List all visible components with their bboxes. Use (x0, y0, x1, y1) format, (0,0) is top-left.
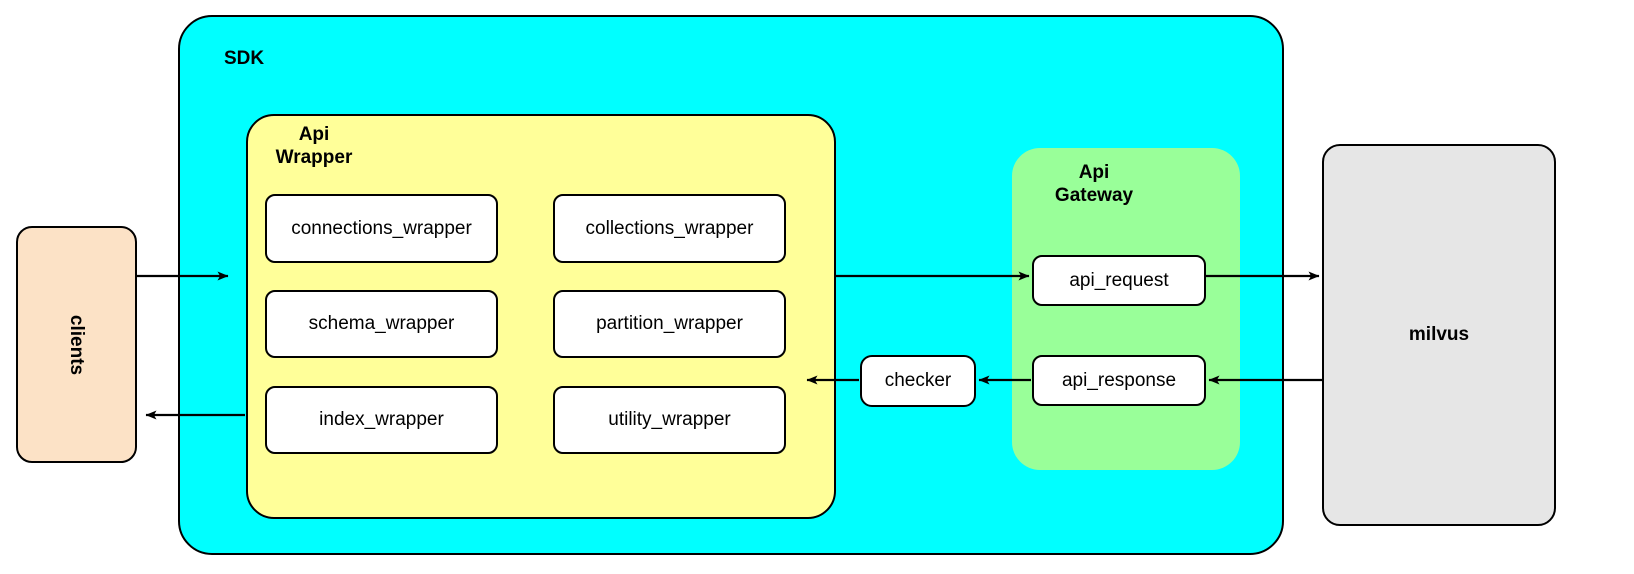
node-collections-wrapper-label: collections_wrapper (585, 217, 754, 239)
container-api-gateway[interactable]: Api Gateway (1012, 148, 1240, 470)
node-milvus[interactable]: milvus (1322, 144, 1556, 526)
node-partition-wrapper[interactable]: partition_wrapper (553, 290, 786, 358)
node-clients-label: clients (66, 314, 88, 375)
node-index-wrapper[interactable]: index_wrapper (265, 386, 498, 454)
node-clients[interactable]: clients (16, 226, 137, 463)
node-api-response-label: api_response (1061, 369, 1177, 391)
node-api-request[interactable]: api_request (1032, 255, 1206, 306)
node-connections-wrapper[interactable]: connections_wrapper (265, 194, 498, 263)
node-utility-wrapper-label: utility_wrapper (608, 409, 731, 430)
node-partition-wrapper-label: partition_wrapper (596, 313, 743, 334)
node-schema-wrapper[interactable]: schema_wrapper (265, 290, 498, 358)
node-api-response[interactable]: api_response (1032, 355, 1206, 406)
node-connections-wrapper-label: connections_wrapper (291, 217, 472, 239)
node-milvus-label: milvus (1408, 324, 1470, 345)
node-api-request-label: api_request (1069, 269, 1169, 291)
node-index-wrapper-label: index_wrapper (319, 409, 444, 430)
container-api-wrapper-label: Api Wrapper (275, 124, 353, 169)
node-collections-wrapper[interactable]: collections_wrapper (553, 194, 786, 263)
node-utility-wrapper[interactable]: utility_wrapper (553, 386, 786, 454)
node-schema-wrapper-label: schema_wrapper (308, 313, 455, 334)
node-checker-label: checker (884, 370, 952, 391)
node-checker[interactable]: checker (860, 355, 976, 407)
container-api-gateway-label: Api Gateway (1054, 162, 1134, 207)
container-sdk-label: SDK (224, 48, 265, 69)
